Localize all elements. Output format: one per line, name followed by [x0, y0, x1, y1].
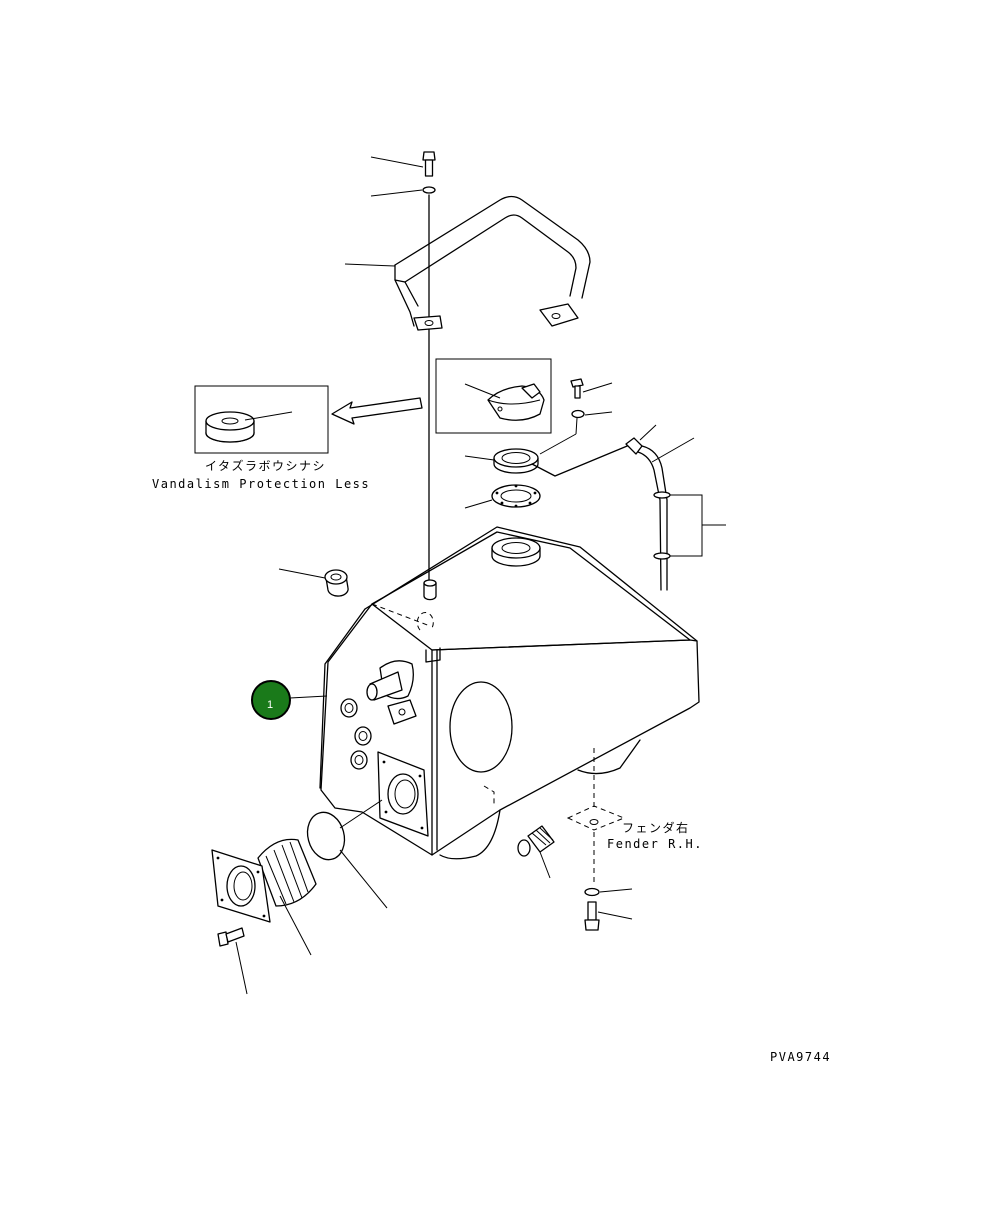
grommet: [278, 568, 349, 597]
filter-bolt: [217, 927, 248, 995]
inset-box-cap: [435, 358, 552, 434]
fender-mount: [566, 748, 626, 882]
hydraulic-tank: [319, 526, 700, 860]
inset-label-english: Vandalism Protection Less: [152, 477, 370, 491]
small-bolt: [570, 378, 613, 399]
top-washer: [370, 186, 436, 197]
inset-label-japanese: イタズラボウシナシ: [205, 458, 326, 473]
fender-washer: [584, 887, 633, 897]
suction-pipe: [366, 660, 414, 701]
fender-bolt: [584, 901, 633, 931]
drain-plug: [517, 825, 555, 879]
inset-box-vandalism: [194, 385, 329, 454]
filter-flange-port: [377, 751, 429, 837]
drawing-code: PVA9744: [770, 1050, 831, 1064]
callout-badge-1: 1: [251, 680, 328, 720]
filter-element: [211, 838, 317, 956]
small-washer: [571, 409, 613, 419]
fender-label-english: Fender R.H.: [607, 837, 703, 851]
breather-hose: [625, 424, 726, 591]
cover-plate: [306, 799, 388, 909]
filler-gasket: [464, 484, 541, 509]
fender-label-japanese: フェンダ右: [622, 820, 690, 835]
filler-neck-ring: [464, 417, 633, 477]
top-bolt: [370, 151, 436, 177]
handle-bar: [344, 195, 591, 331]
inset-arrow: [331, 397, 423, 425]
port-fittings: [340, 698, 417, 770]
callout-number: 1: [267, 699, 273, 711]
